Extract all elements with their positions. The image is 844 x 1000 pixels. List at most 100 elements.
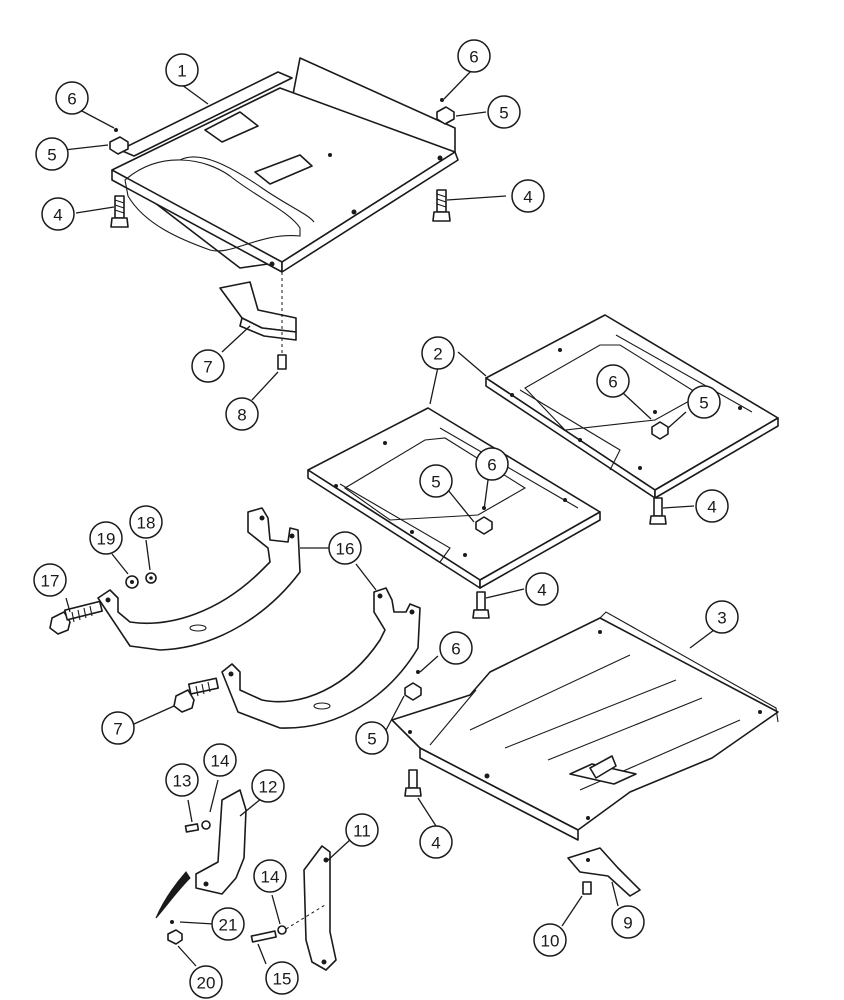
callout-circle	[165, 763, 199, 797]
callout-circle	[457, 39, 491, 73]
callout-4: 4	[695, 489, 729, 523]
callout-number: 2	[433, 345, 442, 364]
callout-number: 13	[173, 772, 192, 791]
callout-number: 14	[211, 752, 230, 771]
callout-number: 6	[608, 373, 617, 392]
callout-circle	[475, 447, 509, 481]
callout-number: 6	[67, 90, 76, 109]
callout-number: 4	[523, 188, 532, 207]
part-11-bracket	[250, 845, 337, 971]
callout-circle	[129, 505, 163, 539]
callout-2: 2	[421, 336, 455, 370]
callout-number: 6	[469, 48, 478, 67]
callout-5: 5	[355, 721, 389, 755]
callout-number: 15	[273, 970, 292, 989]
callout-number: 20	[197, 974, 216, 993]
callout-circle	[419, 825, 453, 859]
callout-number: 3	[717, 609, 726, 628]
callout-number: 5	[47, 146, 56, 165]
callout-number: 1	[177, 62, 186, 81]
callout-circle	[101, 711, 135, 745]
callout-circle	[203, 743, 237, 777]
callout-circle	[355, 721, 389, 755]
callout-9: 9	[611, 905, 645, 939]
callout-circle	[33, 563, 67, 597]
callout-5: 5	[687, 385, 721, 419]
callout-number: 5	[367, 730, 376, 749]
callout-number: 4	[431, 834, 440, 853]
part-2-hardware	[472, 410, 669, 619]
callout-number: 4	[537, 581, 546, 600]
callout-18: 18	[129, 505, 163, 539]
callout-number: 11	[353, 822, 371, 841]
leader-lines	[63, 69, 715, 967]
callout-circle	[251, 769, 285, 803]
callout-5: 5	[419, 464, 453, 498]
callout-circle	[525, 572, 559, 606]
callout-number: 6	[451, 640, 460, 659]
callout-7: 7	[101, 711, 135, 745]
callout-circle	[253, 859, 287, 893]
callout-11: 11	[345, 813, 379, 847]
callout-number: 4	[53, 206, 62, 225]
callout-5: 5	[487, 95, 521, 129]
callout-circle	[55, 81, 89, 115]
part-3-hardware	[404, 670, 422, 797]
callout-number: 12	[259, 778, 278, 797]
callout-number: 8	[237, 406, 246, 425]
callout-1: 1	[165, 53, 199, 87]
callout-13: 13	[165, 763, 199, 797]
callout-number: 5	[499, 104, 508, 123]
part-2-seat-pan-left	[307, 407, 601, 589]
part-1-hardware	[109, 98, 455, 228]
callout-circle	[211, 907, 245, 941]
callout-circle	[35, 137, 69, 171]
callout-5: 5	[35, 137, 69, 171]
callout-circle	[511, 179, 545, 213]
part-16-bracket-upper	[97, 507, 301, 651]
callout-number: 5	[699, 394, 708, 413]
callout-circle	[419, 464, 453, 498]
callout-number: 17	[41, 572, 60, 591]
callout-circle	[165, 53, 199, 87]
callout-number: 7	[203, 358, 212, 377]
callout-4: 4	[41, 197, 75, 231]
part-7-bracket	[219, 272, 297, 370]
callout-number: 6	[487, 456, 496, 475]
callout-7: 7	[191, 349, 225, 383]
callout-6: 6	[475, 447, 509, 481]
callout-19: 19	[89, 521, 123, 555]
callout-circle	[439, 631, 473, 665]
callout-15: 15	[265, 961, 299, 995]
callout-12: 12	[251, 769, 285, 803]
callout-6: 6	[439, 631, 473, 665]
callout-6: 6	[55, 81, 89, 115]
callout-number: 9	[623, 914, 632, 933]
callout-circle	[89, 521, 123, 555]
callout-number: 5	[431, 473, 440, 492]
callout-20: 20	[189, 965, 223, 999]
callout-21: 21	[211, 907, 245, 941]
callout-number: 16	[336, 540, 355, 559]
callout-circle	[421, 336, 455, 370]
callout-14: 14	[203, 743, 237, 777]
part-2-seat-pan-right	[485, 314, 779, 499]
hardware-17-18-19	[49, 572, 220, 713]
callout-circle	[41, 197, 75, 231]
callout-circle	[533, 923, 567, 957]
callout-number: 4	[707, 498, 716, 517]
callout-circle	[596, 364, 630, 398]
callout-10: 10	[533, 923, 567, 957]
callout-circle	[487, 95, 521, 129]
part-1-floor-pan	[111, 57, 459, 273]
callout-6: 6	[457, 39, 491, 73]
part-12-bracket	[155, 789, 247, 945]
callout-3: 3	[705, 600, 739, 634]
callout-16: 16	[328, 531, 362, 565]
callout-14: 14	[253, 859, 287, 893]
callout-number: 7	[113, 720, 122, 739]
callout-circle	[189, 965, 223, 999]
callout-number: 10	[541, 932, 560, 951]
